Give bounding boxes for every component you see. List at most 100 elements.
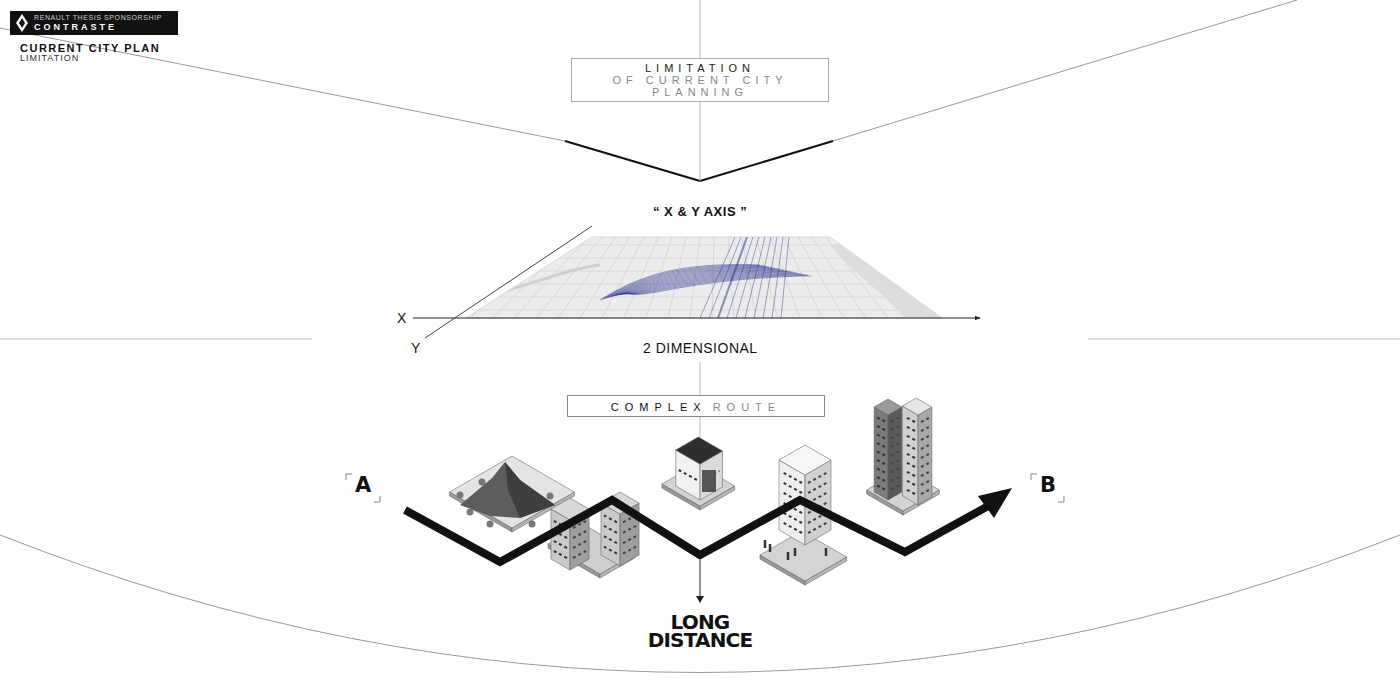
windows: [877, 477, 885, 481]
building-face: [918, 407, 932, 505]
windows: [905, 462, 915, 467]
windows: [573, 551, 586, 558]
windows: [604, 515, 617, 522]
map-road: [602, 237, 644, 318]
windows: [921, 418, 929, 422]
windows: [808, 522, 828, 533]
towers: [867, 398, 940, 515]
mountain-peak: [460, 462, 555, 518]
title-box: LIMITATIONOF CURRENT CITY PLANNING: [571, 58, 829, 102]
windows: [877, 460, 885, 464]
traffic-flow: [763, 237, 777, 318]
box-subtext: CONTRASTE: [34, 22, 172, 32]
map-caption: 2 DIMENSIONAL: [639, 340, 762, 356]
windows: [623, 526, 636, 533]
tree: [467, 509, 474, 516]
traffic-flow: [745, 237, 765, 318]
windows: [679, 470, 697, 480]
windows: [905, 444, 915, 449]
windows: [877, 418, 885, 422]
box-subtext: OF CURRENT CITY PLANNING: [580, 74, 820, 98]
person: [769, 544, 772, 552]
person: [825, 548, 828, 556]
person: [787, 552, 790, 560]
map-road: [460, 245, 950, 246]
route-illustration: [405, 398, 1012, 585]
traffic-flow: [736, 237, 759, 318]
tree: [529, 521, 536, 528]
building-face: [902, 406, 918, 505]
windows: [808, 482, 828, 493]
windows: [554, 541, 567, 548]
tree: [457, 492, 464, 499]
funnel-lines: [0, 0, 1400, 673]
traffic-flow: [754, 237, 771, 318]
axes: [413, 226, 980, 338]
city-map: [460, 237, 950, 318]
windows: [905, 426, 915, 431]
box-heading: LIMITATION: [580, 62, 820, 74]
route-line: [405, 500, 990, 562]
axis-label: Y: [411, 340, 420, 356]
traffic-flow: [626, 275, 808, 294]
windows: [905, 471, 915, 476]
windows: [891, 435, 899, 439]
windows: [905, 435, 915, 440]
windows: [877, 452, 885, 456]
windows: [782, 472, 802, 483]
renault-logo: [16, 14, 28, 32]
building-face: [874, 407, 888, 500]
windows: [891, 418, 899, 422]
windows: [921, 454, 929, 458]
map-road: [492, 237, 574, 318]
door: [702, 470, 716, 492]
windows: [905, 453, 915, 458]
brackets: [346, 474, 1064, 502]
building-roof: [779, 445, 831, 475]
windows: [782, 482, 802, 493]
traffic-flow: [781, 237, 789, 318]
windows: [877, 443, 885, 447]
windows: [782, 512, 802, 523]
stage-box: COMPLEXROUTE: [567, 395, 825, 417]
traffic-flow: [772, 237, 783, 318]
map-road: [460, 258, 950, 259]
windows: [604, 536, 617, 543]
windows: [921, 436, 929, 440]
windows: [891, 443, 899, 447]
person: [764, 540, 767, 548]
windows: [573, 531, 586, 538]
traffic-flow: [709, 237, 741, 318]
map-river: [830, 240, 950, 318]
traffic-flow: [700, 237, 735, 318]
windows: [877, 486, 885, 490]
windows: [891, 469, 899, 473]
logo-badge: RENAULT THESIS SPONSORSHIPCONTRASTE: [10, 11, 178, 35]
mountain-peak: [505, 462, 555, 518]
traffic-flow: [727, 237, 753, 318]
map-road: [460, 310, 950, 311]
windows: [877, 435, 885, 439]
tree: [487, 521, 494, 528]
windows: [921, 472, 929, 476]
building-roof: [902, 398, 931, 415]
windows: [921, 463, 929, 467]
page-subheading: LIMITATION: [20, 53, 79, 64]
axis-title: “ X & Y AXIS ”: [649, 204, 751, 219]
windows: [905, 489, 915, 494]
windows: [891, 452, 899, 456]
renault-logo: [15, 13, 29, 33]
windows: [921, 427, 929, 431]
windows: [604, 547, 617, 554]
building-roof: [874, 399, 902, 415]
axis-label: X: [397, 310, 406, 326]
building-roof: [676, 437, 723, 464]
map-road: [784, 237, 822, 318]
box-heading: RENAULT THESIS SPONSORSHIP: [34, 14, 172, 22]
windows: [877, 426, 885, 430]
windows: [808, 472, 828, 483]
windows: [891, 426, 899, 430]
route-arrowhead: [978, 488, 1012, 518]
windows: [921, 445, 929, 449]
building-face: [888, 407, 902, 500]
